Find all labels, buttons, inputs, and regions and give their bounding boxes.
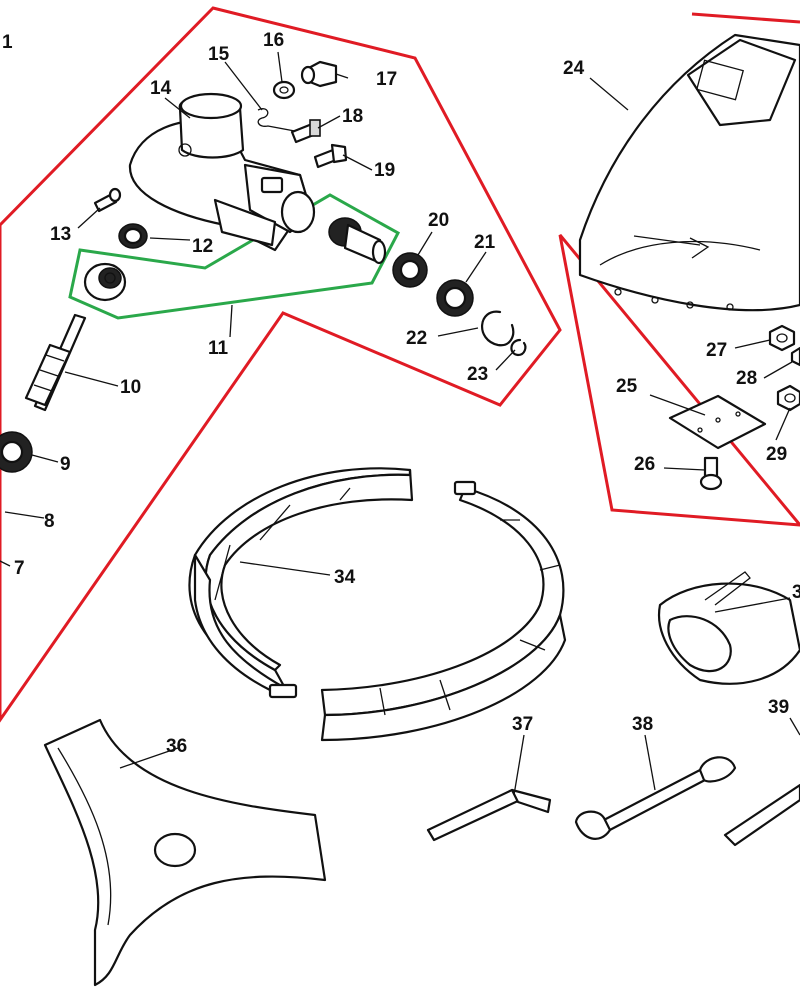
washer-part	[272, 80, 296, 100]
label-25: 25	[616, 376, 638, 397]
hex-key-part	[426, 788, 552, 842]
tri-blade-part	[43, 718, 327, 987]
bevel-gear-shaft-part	[328, 217, 387, 265]
label-28: 28	[736, 368, 757, 389]
label-12: 12	[192, 236, 213, 257]
label-34: 34	[334, 567, 356, 588]
label-39: 39	[768, 697, 789, 718]
label-20: 20	[428, 210, 449, 231]
nut-27-part	[768, 324, 796, 352]
label-27: 27	[706, 340, 727, 361]
gear-housing-part	[128, 92, 316, 252]
label-36: 36	[166, 736, 187, 757]
label-19: 19	[374, 160, 395, 181]
bolt-26-part	[699, 456, 723, 491]
label-17: 17	[376, 69, 397, 90]
nut-28-part	[790, 346, 800, 367]
label-23: 23	[467, 364, 488, 385]
label-16: 16	[263, 30, 284, 51]
label-24: 24	[563, 58, 585, 79]
label-29: 29	[766, 444, 787, 465]
bearing-21-part	[436, 279, 474, 317]
bolt-19-part	[313, 143, 348, 169]
label-3x: 3	[792, 582, 800, 603]
bearing-9-part	[0, 431, 33, 473]
part-labels: 1 7 8 9 10 11 12 13 14 15 16 17 18 19 20…	[2, 30, 800, 757]
nut-29-part	[776, 384, 800, 412]
gear-head-group-outline	[0, 6, 562, 723]
mounting-plate-part	[668, 394, 767, 450]
spring-clip-part	[257, 108, 301, 133]
label-14: 14	[150, 78, 172, 99]
screwdriver-part	[723, 783, 800, 847]
bearing-20-part	[392, 252, 428, 288]
goggles-part	[657, 571, 800, 685]
label-8: 8	[44, 511, 55, 532]
bearing-12-part	[118, 223, 148, 249]
grease-plug-part	[300, 60, 338, 88]
leader-lines	[0, 51, 800, 796]
label-18: 18	[342, 106, 363, 127]
label-21: 21	[474, 232, 496, 253]
label-38: 38	[632, 714, 653, 735]
guard-part	[578, 33, 800, 312]
harness-ring-part	[188, 467, 567, 742]
screw-18-part	[290, 119, 321, 144]
label-13: 13	[50, 224, 71, 245]
circlip-23-part	[510, 338, 527, 357]
pinion-gear-part	[83, 262, 127, 302]
screw-13-part	[93, 187, 122, 213]
label-10: 10	[120, 377, 141, 398]
label-11: 11	[208, 338, 229, 359]
circlip-22-part	[481, 310, 515, 347]
guard-group-outline	[558, 12, 800, 527]
label-15: 15	[208, 44, 230, 65]
label-1: 1	[2, 32, 13, 53]
label-9: 9	[60, 454, 71, 475]
label-7: 7	[14, 558, 25, 579]
label-37: 37	[512, 714, 533, 735]
wrench-part	[574, 756, 737, 840]
label-26: 26	[634, 454, 655, 475]
label-22: 22	[406, 328, 427, 349]
drive-shaft-part	[24, 313, 87, 412]
